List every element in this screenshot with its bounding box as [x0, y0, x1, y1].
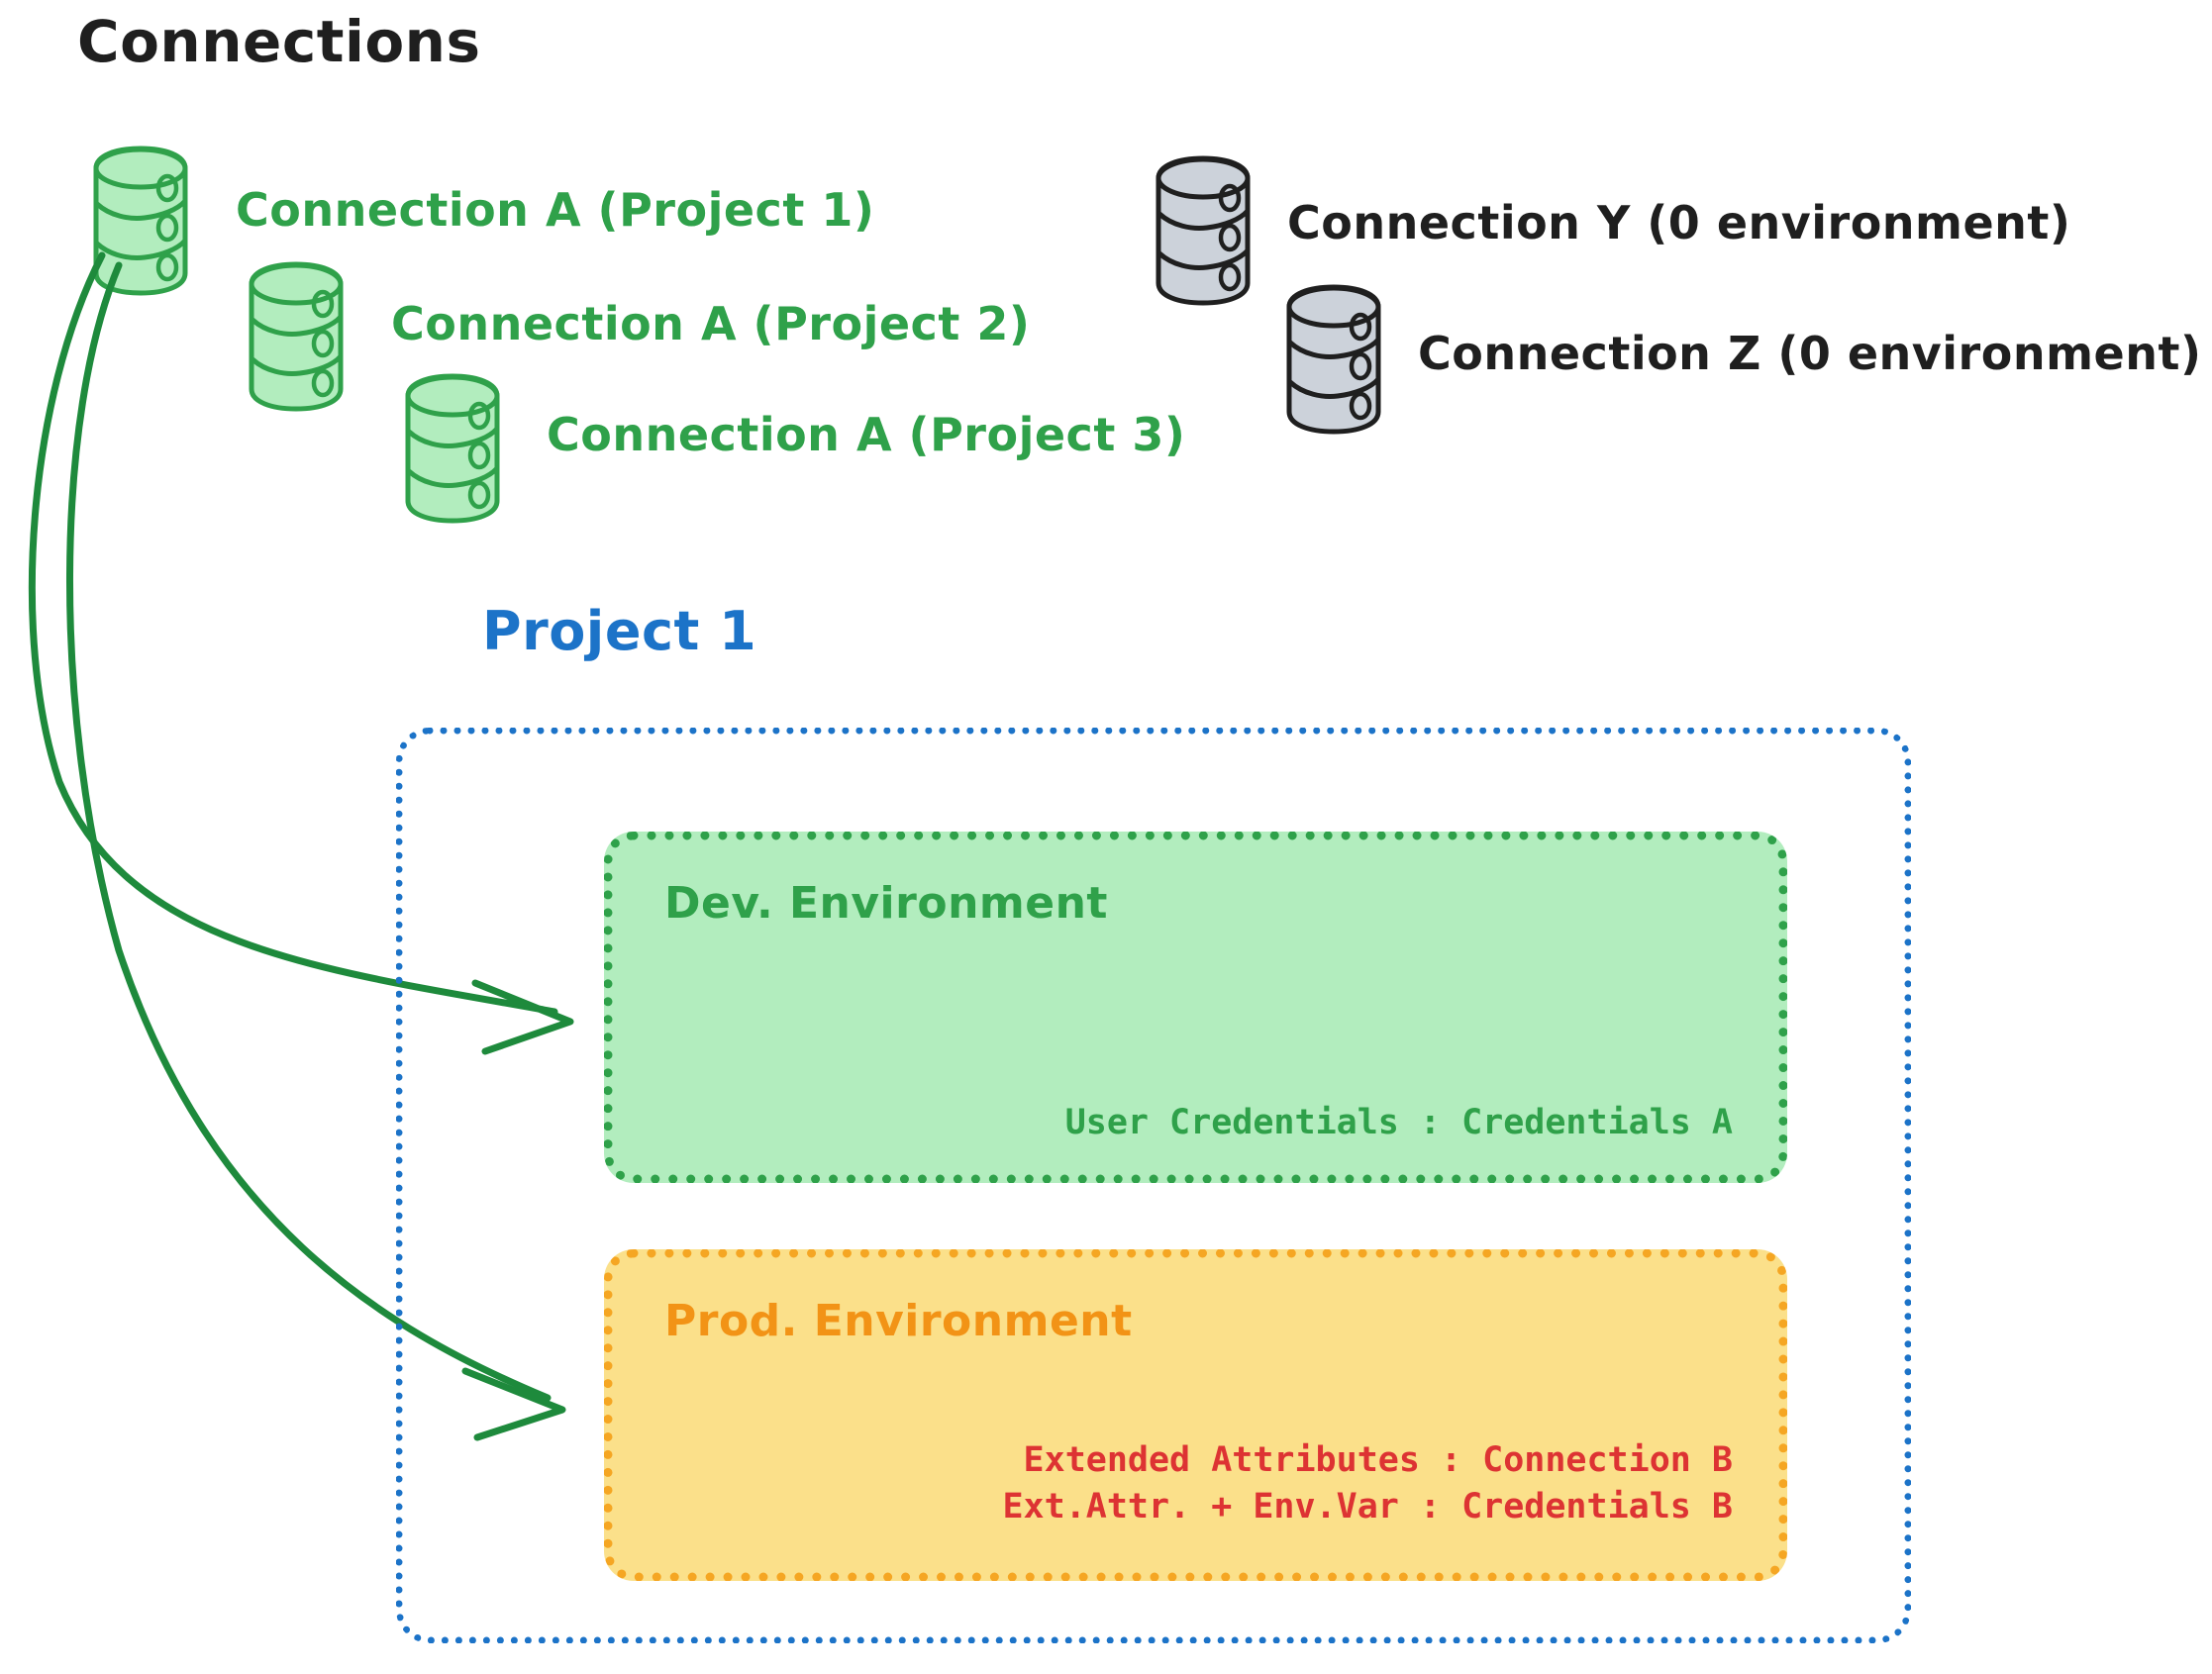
database-cylinder-icon [408, 376, 497, 521]
environment-detail-line: Ext.Attr. + Env.Var : Credentials B [1002, 1486, 1733, 1526]
environment-details-dev: User Credentials : Credentials A [1065, 1100, 1733, 1146]
connection-label-green-1: Connection A (Project 1) [236, 183, 875, 237]
connection-label-gray-1: Connection Y (0 environment) [1287, 196, 2071, 249]
database-cylinder-icon [1289, 287, 1378, 432]
page-title: Connections [77, 8, 481, 75]
connection-label-green-3: Connection A (Project 3) [547, 408, 1186, 461]
environment-detail-line: User Credentials : Credentials A [1064, 1102, 1733, 1142]
environment-details-prod: Extended Attributes : Connection B Ext.A… [1002, 1437, 1733, 1531]
database-cylinder-icon [1158, 158, 1248, 303]
environment-detail-line: Extended Attributes : Connection B [1023, 1439, 1733, 1480]
database-cylinder-icon [96, 148, 185, 293]
environment-box-prod: Prod. Environment Extended Attributes : … [604, 1249, 1787, 1581]
environment-box-dev: Dev. Environment User Credentials : Cred… [604, 832, 1787, 1183]
environment-title-prod: Prod. Environment [664, 1296, 1133, 1346]
project-title: Project 1 [482, 600, 757, 662]
connection-label-gray-2: Connection Z (0 environment) [1418, 327, 2202, 380]
project-boundary-box [396, 728, 1911, 1643]
environment-title-dev: Dev. Environment [664, 878, 1108, 929]
database-cylinder-icon [251, 264, 341, 409]
connection-label-green-2: Connection A (Project 2) [391, 297, 1031, 350]
